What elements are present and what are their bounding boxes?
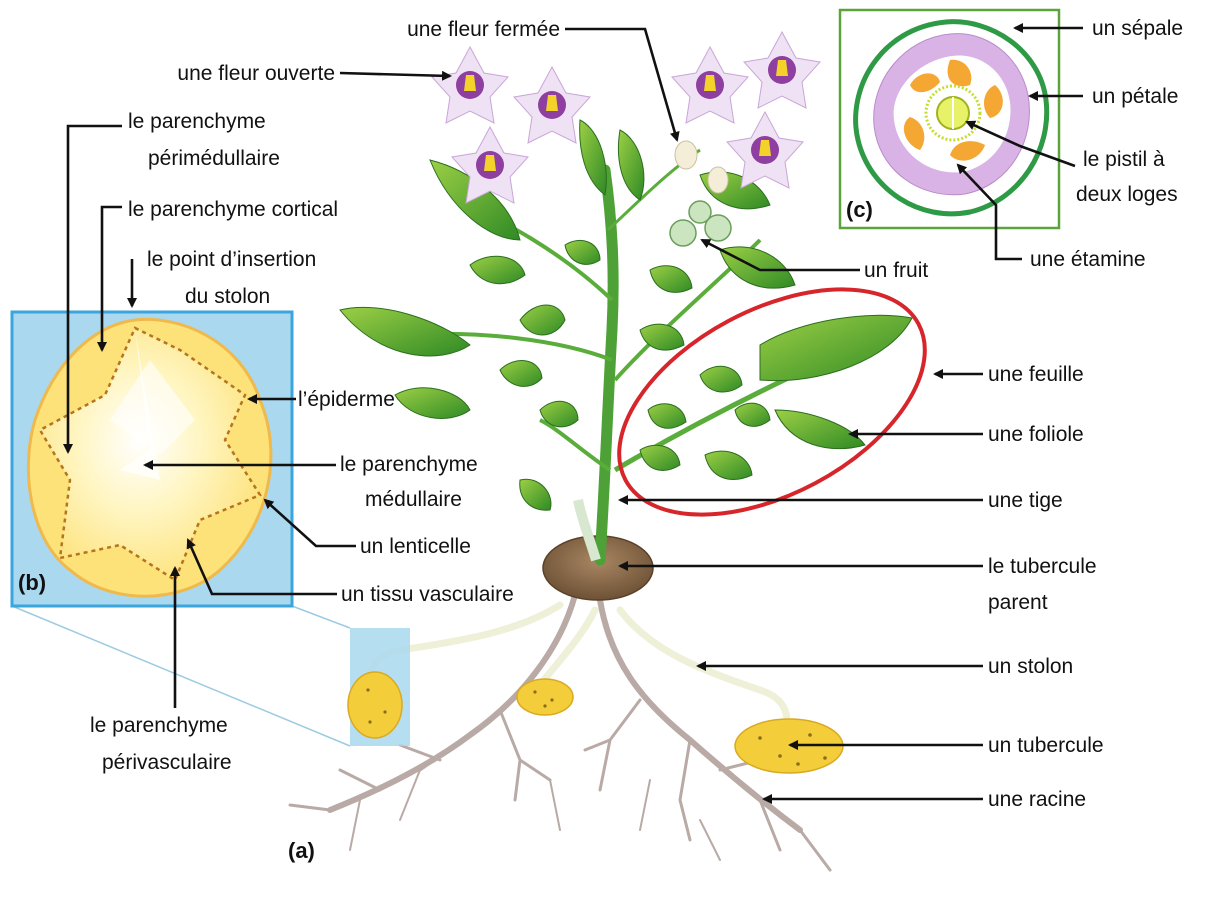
- label-sepale: un sépale: [1092, 17, 1183, 40]
- label-etamine: une étamine: [1030, 248, 1146, 271]
- label-fruit: un fruit: [864, 259, 928, 282]
- label-parenchyme-perimedullaire-2: périmédullaire: [148, 147, 280, 170]
- label-parenchyme-cortical: le parenchyme cortical: [128, 198, 338, 221]
- label-parenchyme-perimedullaire-1: le parenchyme: [128, 110, 266, 133]
- label-tige: une tige: [988, 489, 1063, 512]
- label-racine: une racine: [988, 788, 1086, 811]
- fruits: [670, 201, 731, 246]
- label-tubercule-parent-1: le tubercule: [988, 555, 1097, 578]
- label-lenticelle: un lenticelle: [360, 535, 471, 558]
- label-point-insertion-2: du stolon: [185, 285, 270, 308]
- label-tubercule-parent-2: parent: [988, 591, 1048, 614]
- leaf-highlight-ellipse: [582, 243, 962, 561]
- label-parenchyme-perivasculaire-2: périvasculaire: [102, 751, 232, 774]
- small-tuber-left: [517, 679, 573, 715]
- label-epiderme: l’épiderme: [298, 388, 395, 411]
- label-stolon: un stolon: [988, 655, 1073, 678]
- label-parenchyme-perivasculaire-1: le parenchyme: [90, 714, 228, 737]
- panel-tag-c: (c): [846, 197, 873, 222]
- label-parenchyme-medullaire-1: le parenchyme: [340, 453, 478, 476]
- panel-tag-a: (a): [288, 838, 315, 863]
- stolons: [372, 605, 787, 730]
- panel-tag-b: (b): [18, 570, 46, 595]
- flower-diagram-panel: [840, 10, 1059, 228]
- leaves: [340, 120, 912, 510]
- label-tissu-vasculaire: un tissu vasculaire: [341, 583, 514, 606]
- label-foliole: une foliole: [988, 423, 1084, 446]
- label-point-insertion-1: le point d’insertion: [147, 248, 316, 271]
- label-pistil-1: le pistil à: [1083, 148, 1165, 171]
- label-petale: un pétale: [1092, 85, 1178, 108]
- label-parenchyme-medullaire-2: médullaire: [365, 488, 462, 511]
- label-feuille: une feuille: [988, 363, 1084, 386]
- label-pistil-2: deux loges: [1076, 183, 1178, 206]
- label-fleur-ouverte: une fleur ouverte: [177, 62, 335, 85]
- label-tubercule: un tubercule: [988, 734, 1104, 757]
- cross-section-panel: [12, 312, 292, 606]
- label-fleur-fermee: une fleur fermée: [407, 18, 560, 41]
